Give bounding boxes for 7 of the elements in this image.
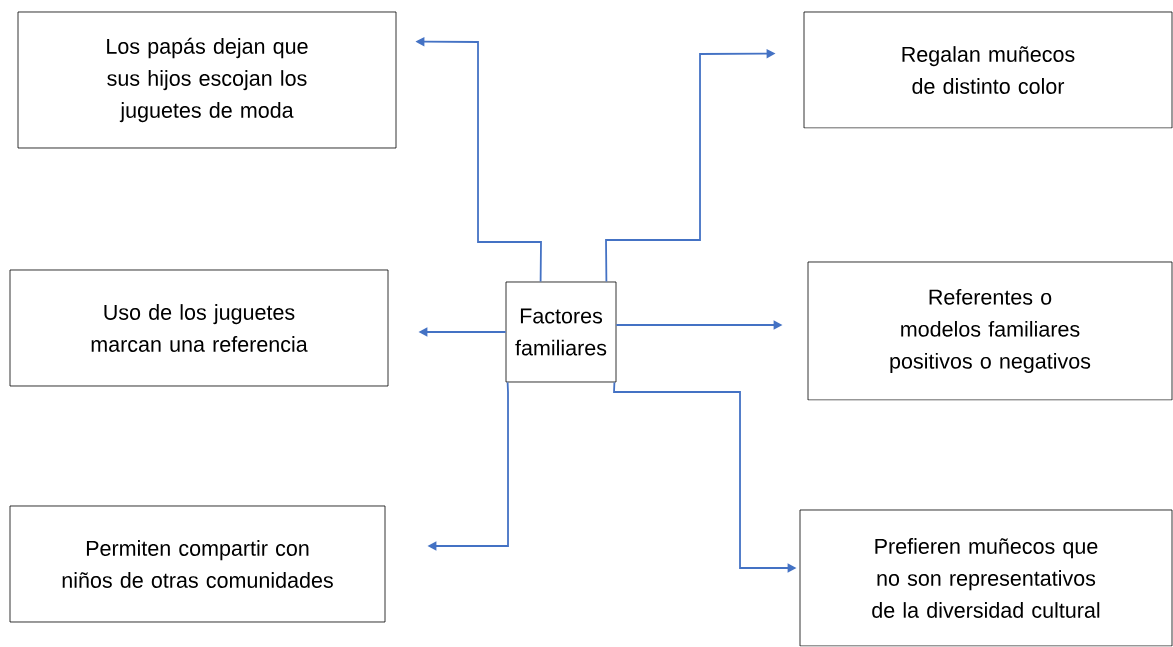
text-box: Uso de los juguetes marcan una referencia	[9, 269, 389, 387]
text-box: Factores familiares	[505, 281, 617, 383]
text-box: Regalan muñecos de distinto color	[803, 11, 1173, 129]
text-box: Los papás dejan que sus hijos escojan los juguetes de moda	[17, 11, 397, 149]
text-box: Permiten compartir con niños de otras comunidades	[9, 505, 386, 623]
text-box: Referentes o modelos familiares positivos o negativos	[807, 261, 1173, 401]
text-box: Prefieren muñecos que no son representativos de la diversidad cultural	[799, 509, 1173, 647]
